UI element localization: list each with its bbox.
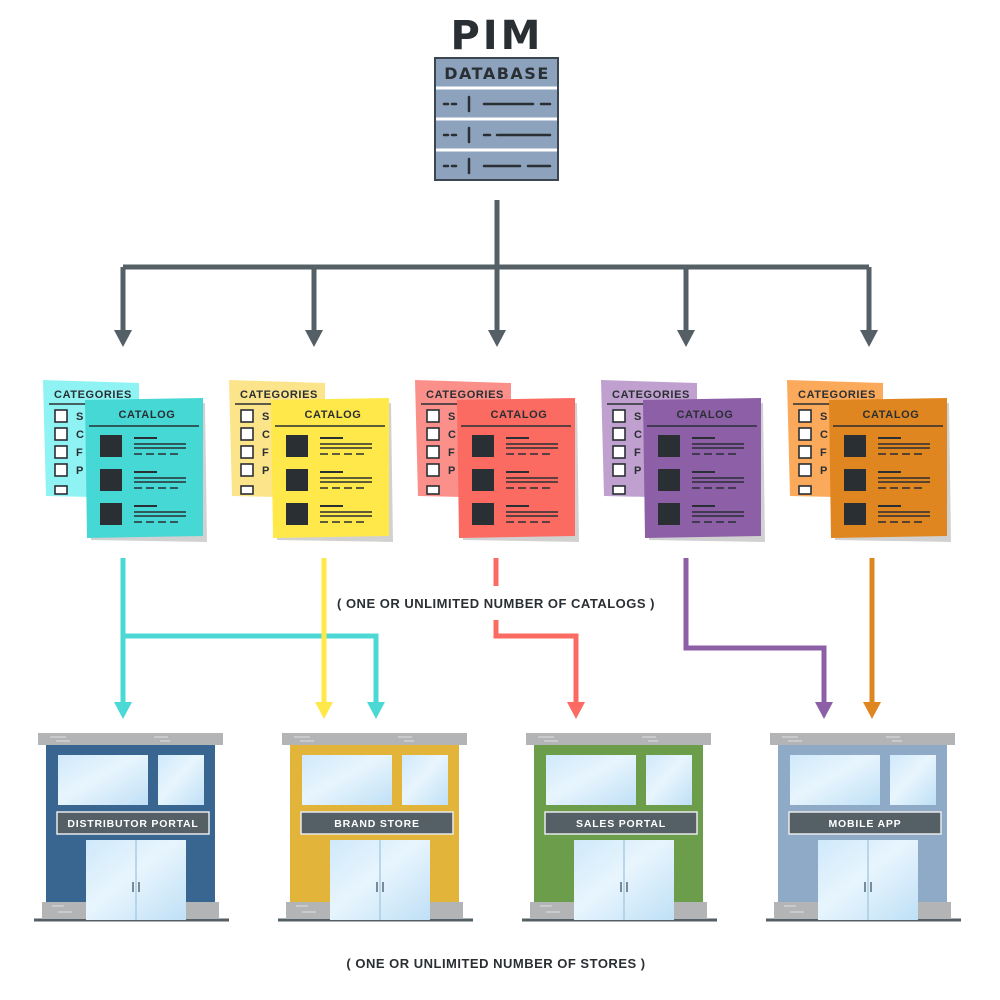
- product-image-icon: [286, 469, 308, 491]
- store-building: DISTRIBUTOR PORTAL: [34, 733, 229, 922]
- checkbox-icon: [426, 463, 440, 477]
- category-letter: S: [448, 411, 455, 423]
- checkbox-icon: [240, 485, 254, 495]
- checkbox-icon: [798, 485, 812, 495]
- store-sign: [300, 811, 454, 835]
- category-letter: F: [448, 447, 455, 459]
- database-icon: DATABASE: [434, 57, 559, 181]
- checkbox-icon: [240, 427, 254, 441]
- checkbox-icon: [54, 485, 68, 495]
- product-image-icon: [844, 503, 866, 525]
- checkbox-icon: [612, 463, 626, 477]
- product-image-icon: [658, 435, 680, 457]
- product-image-icon: [844, 469, 866, 491]
- database-connectors: [120, 200, 872, 335]
- store-sign: [544, 811, 698, 835]
- category-letter: F: [820, 447, 827, 459]
- checkbox-icon: [240, 463, 254, 477]
- product-image-icon: [658, 503, 680, 525]
- checkbox-icon: [54, 445, 68, 459]
- stores-caption: ( ONE OR UNLIMITED NUMBER OF STORES ): [346, 956, 645, 971]
- checkbox-icon: [54, 427, 68, 441]
- category-letter: C: [448, 429, 456, 441]
- checkbox-icon: [612, 427, 626, 441]
- categories-label: CATEGORIES: [612, 389, 690, 401]
- database-label: DATABASE: [444, 64, 550, 83]
- catalog-cards: CATEGORIESSCFPCATALOGCATEGORIESSCFPCATAL…: [43, 380, 951, 542]
- checkbox-icon: [798, 427, 812, 441]
- catalog-label: CATALOG: [863, 409, 920, 421]
- product-image-icon: [100, 503, 122, 525]
- checkbox-icon: [240, 445, 254, 459]
- product-image-icon: [472, 503, 494, 525]
- category-letter: C: [76, 429, 84, 441]
- store-sign: [788, 811, 942, 835]
- pim-title: PIM: [450, 13, 543, 59]
- store-arrowheads: [114, 702, 881, 719]
- catalog-label: CATALOG: [491, 409, 548, 421]
- category-letter: P: [820, 465, 827, 477]
- checkbox-icon: [612, 409, 626, 423]
- database-arrowheads: [114, 330, 878, 347]
- product-image-icon: [100, 435, 122, 457]
- category-letter: C: [634, 429, 642, 441]
- checkbox-icon: [798, 409, 812, 423]
- category-letter: P: [76, 465, 83, 477]
- product-image-icon: [286, 503, 308, 525]
- checkbox-icon: [54, 409, 68, 423]
- product-image-icon: [658, 469, 680, 491]
- checkbox-icon: [426, 445, 440, 459]
- checkbox-icon: [612, 485, 626, 495]
- checkbox-icon: [798, 445, 812, 459]
- categories-label: CATEGORIES: [54, 389, 132, 401]
- checkbox-icon: [54, 463, 68, 477]
- category-letter: C: [262, 429, 270, 441]
- store-label: BRAND STORE: [334, 818, 420, 830]
- categories-label: CATEGORIES: [798, 389, 876, 401]
- product-image-icon: [100, 469, 122, 491]
- store-building: BRAND STORE: [278, 733, 473, 922]
- category-letter: P: [634, 465, 641, 477]
- store-building: SALES PORTAL: [522, 733, 717, 922]
- checkbox-icon: [426, 427, 440, 441]
- product-image-icon: [286, 435, 308, 457]
- store-building: MOBILE APP: [766, 733, 961, 922]
- checkbox-icon: [612, 445, 626, 459]
- category-letter: S: [262, 411, 269, 423]
- product-image-icon: [472, 469, 494, 491]
- category-letter: S: [76, 411, 83, 423]
- product-image-icon: [472, 435, 494, 457]
- category-letter: S: [634, 411, 641, 423]
- store-label: DISTRIBUTOR PORTAL: [67, 818, 198, 830]
- category-letter: F: [76, 447, 83, 459]
- categories-label: CATEGORIES: [240, 389, 318, 401]
- category-letter: F: [262, 447, 269, 459]
- catalog-label: CATALOG: [305, 409, 362, 421]
- store-sign: [56, 811, 210, 835]
- category-letter: C: [820, 429, 828, 441]
- store-label: SALES PORTAL: [576, 818, 666, 830]
- categories-label: CATEGORIES: [426, 389, 504, 401]
- category-letter: F: [634, 447, 641, 459]
- catalog-label: CATALOG: [677, 409, 734, 421]
- catalogs-caption: ( ONE OR UNLIMITED NUMBER OF CATALOGS ): [337, 596, 655, 611]
- category-letter: P: [262, 465, 269, 477]
- store-label: MOBILE APP: [829, 818, 902, 830]
- category-letter: P: [448, 465, 455, 477]
- checkbox-icon: [426, 409, 440, 423]
- category-letter: S: [820, 411, 827, 423]
- stores: DISTRIBUTOR PORTAL BRAND STORE SALES PORTA…: [34, 733, 961, 922]
- catalog-label: CATALOG: [119, 409, 176, 421]
- checkbox-icon: [798, 463, 812, 477]
- checkbox-icon: [240, 409, 254, 423]
- catalog-store-connectors: [120, 558, 875, 705]
- checkbox-icon: [426, 485, 440, 495]
- product-image-icon: [844, 435, 866, 457]
